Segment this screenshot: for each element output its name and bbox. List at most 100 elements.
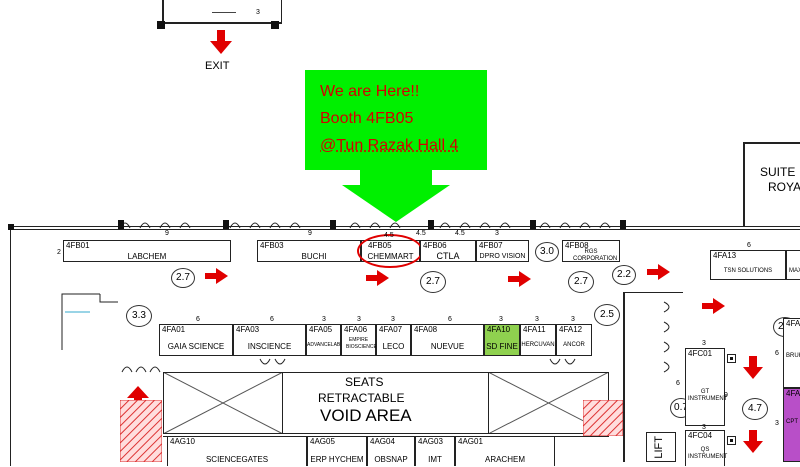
top-wall-doors [118, 220, 626, 229]
booth-id: 4FA2 [786, 319, 800, 328]
booth-id: 4FB01 [66, 241, 90, 250]
aisle-width-marker: 3.0 [535, 242, 559, 262]
booth-dim: 2 [57, 249, 61, 256]
direction-arrow-down-icon [743, 430, 763, 453]
booth-4fc01[interactable]: 4FC01 GT INSTRUMENT [685, 348, 727, 426]
booth-name: DPRO VISION [479, 253, 526, 260]
booth-name: INSCIENCE [247, 342, 292, 351]
suite-label-2: ROYA [768, 180, 800, 194]
direction-arrow-right-icon [508, 271, 531, 287]
booth-4ag01[interactable]: 4AG01 ARACHEM [455, 436, 555, 466]
wall-number: 4.5 [416, 230, 426, 237]
exit-room-number: 3 [256, 9, 260, 16]
booth-id: 4FA10 [487, 325, 511, 334]
booth-dim: 3 [357, 316, 361, 323]
booth-max[interactable]: MAX [786, 250, 800, 280]
hatched-area-left [120, 400, 162, 462]
callout-line-2: Booth 4FB05 [320, 110, 414, 127]
booth-dim: 6 [270, 316, 274, 323]
booth-name: LABCHEM [127, 252, 167, 261]
booth-name: BUCHI [301, 252, 327, 261]
aisle-width-marker: 3.3 [126, 305, 152, 327]
booth-name: ANCOR [563, 342, 585, 348]
direction-arrow-right-icon [205, 268, 228, 284]
wall-number: 4.5 [455, 230, 465, 237]
booth-id: 4FB07 [479, 241, 503, 250]
hall-wall-top [10, 226, 800, 227]
booth-4fb07[interactable]: 4FB07 DPRO VISION [476, 240, 529, 262]
exit-room [162, 0, 282, 24]
booth-4ag04[interactable]: 4AG04 OBSNAP [367, 436, 415, 466]
aisle-width-marker: 2.5 [594, 304, 620, 326]
booth-dim: 3 [702, 424, 706, 431]
booth-id: 4FA2 [786, 389, 800, 398]
booth-name: QS INSTRUMENT [688, 447, 728, 460]
booth-4fa03[interactable]: 4FA03 INSCIENCE [233, 324, 306, 356]
booth-4fa13[interactable]: 4FA13 TSN SOLUTIONS [710, 250, 786, 280]
booth-name: SCIENCEGATES [205, 455, 269, 464]
booth-4fa2-bruk[interactable]: 4FA2 BRUK [783, 318, 800, 388]
booth-dim: 4.5 [384, 232, 394, 239]
direction-arrow-right-icon [366, 270, 389, 286]
booth-id: 4AG05 [310, 437, 335, 446]
booth-4fa11[interactable]: 4FA11 HERCUVAN [520, 324, 556, 356]
booth-name: NUEVUE [430, 342, 465, 351]
booth-4fb06[interactable]: 4FB06 CTLA [420, 240, 476, 262]
booth-id: 4AG10 [170, 437, 195, 446]
booth-4ag05[interactable]: 4AG05 ERP HYCHEM [307, 436, 367, 466]
booth-4ag10[interactable]: 4AG10 SCIENCEGATES [167, 436, 307, 466]
booth-name: ADVANCELAB [307, 342, 341, 348]
right-door-arches [663, 301, 670, 373]
booth-4fb01[interactable]: 4FB01 LABCHEM [63, 240, 231, 262]
booth-4fb08[interactable]: 4FB08 RGS CORPORATION [562, 240, 620, 262]
booth-id: 4FA03 [236, 325, 260, 334]
booth-name: HERCUVAN [521, 342, 555, 348]
exit-label: EXIT [205, 60, 230, 72]
void-label-retractable: RETRACTABLE [318, 391, 405, 405]
booth-name: CTLA [436, 251, 460, 261]
wall-number: 9 [165, 230, 169, 237]
booth-4fa07[interactable]: 4FA07 LECO [376, 324, 411, 356]
booth-name: MAX [789, 268, 800, 274]
column-pillar [727, 436, 736, 445]
booth-dim: 3 [571, 316, 575, 323]
booth-id: 4FA12 [559, 325, 583, 334]
booth-dim: 6 [196, 316, 200, 323]
booth-name: SD FINE [486, 342, 518, 351]
aisle-width-marker: 2.2 [612, 265, 636, 285]
suite-room [743, 142, 800, 227]
wall-number: 9 [308, 230, 312, 237]
booth-dim: 6 [747, 242, 751, 249]
booth-id: 4FA07 [379, 325, 403, 334]
callout-shape [305, 70, 487, 222]
aisle-width-marker: 4.7 [742, 398, 768, 420]
booth-4fa06[interactable]: 4FA06 EMPIRE BIOSCIENCE [341, 324, 377, 356]
booth-dim: 9 [724, 392, 728, 399]
booth-id: 4AG03 [418, 437, 443, 446]
booth-4fa2-cpt[interactable]: 4FA2 CPT [783, 388, 800, 462]
booth-dim: 3 [322, 316, 326, 323]
aisle-width-marker: 2.7 [420, 271, 446, 293]
booth-4fb03[interactable]: 4FB03 BUCHI [257, 240, 361, 262]
booth-dim: 3 [391, 316, 395, 323]
booth-4fa10[interactable]: 4FA10 SD FINE [484, 324, 520, 356]
booth-id: 4FA06 [344, 325, 368, 334]
right-wall-partition [623, 292, 683, 462]
booth-dim: 3 [775, 420, 779, 427]
suite-label-1: SUITE [760, 165, 796, 179]
booth-4fa01[interactable]: 4FA01 GAIA SCIENCE [159, 324, 233, 356]
booth-id: 4FC04 [688, 431, 713, 440]
booth-name: ERP HYCHEM [310, 455, 364, 464]
booth-name: IMT [428, 455, 442, 464]
booth-name: EMPIRE BIOSCIENCE [346, 337, 377, 350]
booth-4ag03[interactable]: 4AG03 IMT [415, 436, 455, 466]
booth-dim: 6 [676, 380, 680, 387]
aisle-width-marker: 2.7 [568, 271, 594, 293]
booth-4fa12[interactable]: 4FA12 ANCOR [556, 324, 592, 356]
booth-4fa08[interactable]: 4FA08 NUEVUE [411, 324, 484, 356]
booth-4fa05[interactable]: 4FA05 ADVANCELAB [306, 324, 341, 356]
booth-id: 4FA01 [162, 325, 186, 334]
exit-door [212, 12, 236, 25]
left-wall-outline [61, 293, 118, 350]
booth-4fc04[interactable]: 4FC04 QS INSTRUMENT [685, 430, 728, 466]
